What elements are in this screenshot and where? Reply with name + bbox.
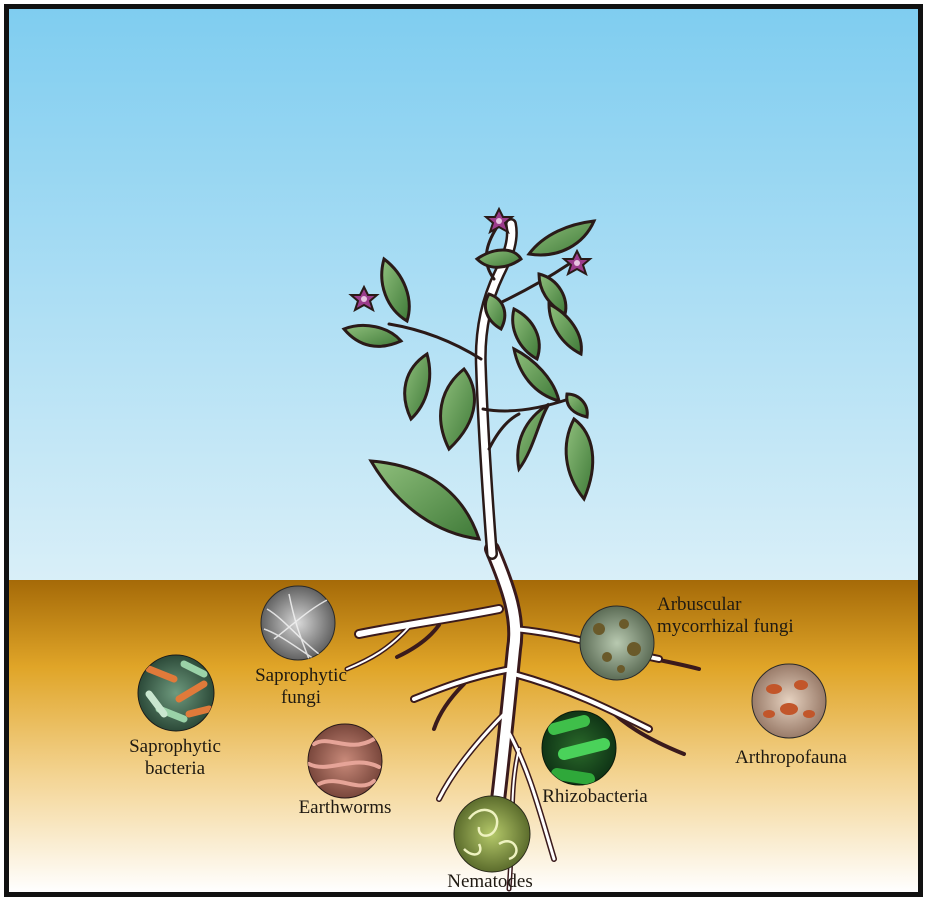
sky-background xyxy=(9,9,918,582)
label-saprophytic-fungi: Saprophytic fungi xyxy=(241,665,361,709)
earthworm-cluster-icon xyxy=(308,724,382,798)
label-nematodes: Nematodes xyxy=(430,871,550,893)
label-saprophytic-bacteria: Saprophytic bacteria xyxy=(115,736,235,780)
mycorrhiza-micrograph-icon xyxy=(580,606,654,680)
rod-bacteria-micrograph-icon xyxy=(138,655,214,731)
nematode-micrograph-icon xyxy=(454,796,530,872)
label-earthworms: Earthworms xyxy=(285,797,405,819)
green-bacilli-micrograph-icon xyxy=(542,711,616,785)
label-arthropofauna: Arthropofauna xyxy=(721,747,861,769)
soil-mite-micrograph-icon xyxy=(752,664,826,738)
label-arbuscular-mycorrhizal-fungi: Arbuscular mycorrhizal fungi xyxy=(657,594,847,638)
label-rhizobacteria: Rhizobacteria xyxy=(530,786,660,808)
fungal-hyphae-micrograph-icon xyxy=(261,586,335,660)
figure-frame: Saprophytic fungi Saprophytic bacteria E… xyxy=(4,4,923,897)
